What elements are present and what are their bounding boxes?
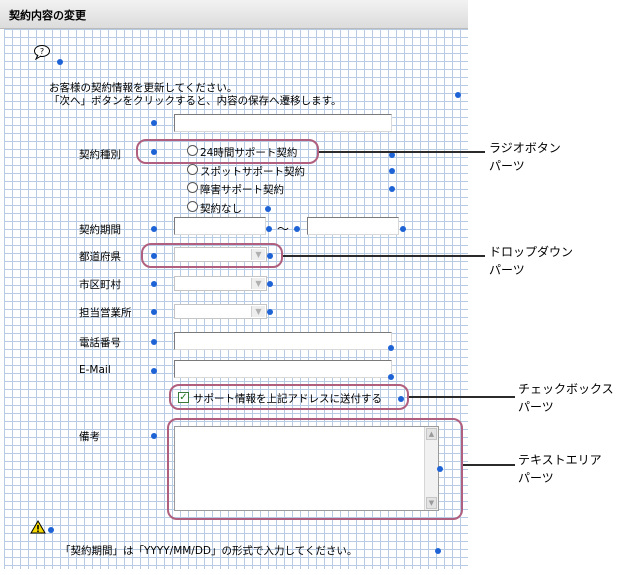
radio-callout-sub: パーツ — [489, 159, 525, 173]
marker-dot — [388, 374, 394, 380]
chevron-down-icon[interactable]: ▼ — [251, 306, 265, 317]
checkbox-box[interactable]: ✓ — [178, 392, 189, 403]
checkbox-callout-sub: パーツ — [518, 400, 554, 414]
marker-dot — [389, 168, 395, 174]
marker-dot — [267, 253, 273, 259]
marker-dot — [151, 149, 157, 155]
textarea-callout-line — [463, 464, 515, 466]
radio-callout-line — [319, 151, 485, 153]
textarea-callout-frame — [167, 418, 463, 520]
period-end-field[interactable] — [307, 217, 399, 235]
marker-dot — [267, 309, 273, 315]
top-text-field[interactable] — [174, 114, 392, 132]
footer-note: 「契約期間」は「YYYY/MM/DD」の形式で入力してください。 — [60, 545, 358, 557]
marker-dot — [388, 345, 394, 351]
svg-text:?: ? — [40, 47, 44, 56]
marker-dot — [400, 226, 406, 232]
marker-dot — [151, 226, 157, 232]
phone-field[interactable] — [174, 332, 392, 350]
intro-line-1: お客様の契約情報を更新してください。 — [49, 82, 238, 94]
radio-callout-title: ラジオボタン — [489, 141, 561, 155]
scroll-down-icon[interactable]: ▼ — [426, 497, 437, 509]
marker-dot — [151, 433, 157, 439]
chevron-down-icon[interactable]: ▼ — [251, 278, 265, 289]
checkbox-callout-frame — [169, 384, 409, 410]
radio-circle[interactable] — [187, 145, 198, 156]
remarks-label: 備考 — [79, 431, 100, 443]
chevron-down-icon[interactable]: ▼ — [251, 249, 265, 260]
radio-24h-label: 24時間サポート契約 — [200, 147, 298, 159]
radio-spot-label: スポットサポート契約 — [200, 166, 305, 178]
marker-dot — [151, 368, 157, 374]
city-select[interactable]: ▼ — [174, 276, 267, 291]
marker-dot — [151, 339, 157, 345]
radio-fault-label: 障害サポート契約 — [200, 184, 284, 196]
marker-dot — [57, 59, 63, 65]
period-label: 契約期間 — [79, 224, 121, 236]
help-balloon-icon[interactable]: ? — [33, 44, 51, 60]
marker-dot — [151, 120, 157, 126]
prefecture-label: 都道府県 — [79, 251, 121, 263]
remarks-textarea[interactable]: ▲ ▼ — [174, 426, 439, 511]
marker-dot — [265, 206, 271, 212]
marker-dot — [398, 396, 404, 402]
textarea-callout-title: テキストエリア — [518, 453, 602, 467]
checkbox-callout-title: チェックボックス — [518, 382, 614, 396]
city-label: 市区町村 — [79, 279, 121, 291]
support-mail-label: サポート情報を上記アドレスに送付する — [193, 393, 382, 405]
marker-dot — [266, 226, 272, 232]
radio-circle[interactable] — [187, 164, 198, 175]
title-bar: 契約内容の変更 — [0, 0, 468, 29]
marker-dot — [151, 253, 157, 259]
marker-dot — [151, 309, 157, 315]
period-start-field[interactable] — [174, 217, 266, 235]
phone-label: 電話番号 — [79, 337, 121, 349]
email-field[interactable] — [174, 360, 392, 378]
scroll-up-icon[interactable]: ▲ — [426, 428, 437, 440]
radio-circle[interactable] — [187, 182, 198, 193]
prefecture-select[interactable]: ▼ — [174, 247, 267, 262]
textarea-scrollbar[interactable]: ▲ ▼ — [424, 427, 438, 510]
radio-none-label: 契約なし — [200, 203, 242, 215]
textarea-callout-sub: パーツ — [518, 471, 554, 485]
marker-dot — [455, 92, 461, 98]
marker-dot — [48, 527, 54, 533]
warning-icon — [30, 520, 46, 534]
contract-type-label: 契約種別 — [79, 149, 121, 161]
marker-dot — [294, 226, 300, 232]
dropdown-callout-frame — [141, 243, 283, 268]
page-title: 契約内容の変更 — [9, 9, 86, 22]
marker-dot — [389, 152, 395, 158]
office-select[interactable]: ▼ — [174, 304, 267, 319]
marker-dot — [267, 281, 273, 287]
radio-callout-frame — [136, 139, 319, 164]
dropdown-callout-title: ドロップダウン — [489, 245, 574, 259]
marker-dot — [389, 186, 395, 192]
marker-dot — [435, 548, 441, 554]
radio-circle[interactable] — [187, 201, 198, 212]
checkbox-callout-line — [409, 396, 515, 398]
marker-dot — [437, 466, 443, 472]
intro-line-2: 「次へ」ボタンをクリックすると、内容の保存へ遷移します。 — [49, 95, 342, 107]
email-label: E-Mail — [79, 364, 111, 376]
period-tilde: ～ — [277, 222, 290, 236]
dropdown-callout-sub: パーツ — [489, 263, 525, 277]
marker-dot — [151, 281, 157, 287]
dropdown-callout-line — [283, 255, 485, 257]
office-label: 担当営業所 — [79, 307, 132, 319]
